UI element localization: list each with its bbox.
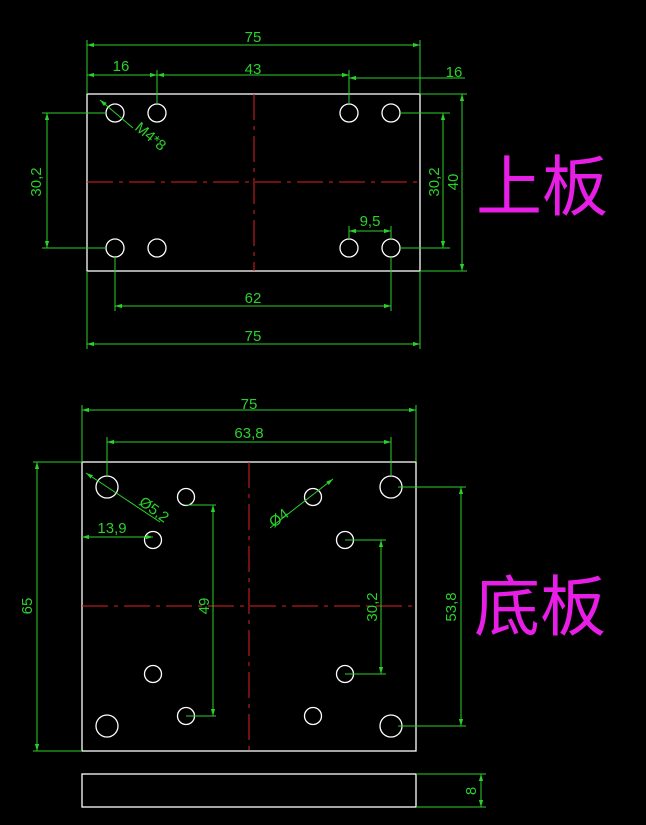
top-plate-hole (147, 238, 167, 258)
top-plate-hole (381, 238, 401, 258)
top-plate-hole (381, 103, 401, 123)
bottom-plate-small-hole (143, 530, 163, 550)
top-plate-hole (339, 103, 359, 123)
top-inner-height-label: 30,2 (426, 167, 443, 196)
bottom-dim-inner-vertical: 49 (186, 504, 216, 717)
bottom-dim-inner-right: 30,2 (345, 539, 386, 675)
bottom-plate-title: 底板 (474, 569, 606, 646)
top-right-offset-label: 16 (446, 64, 463, 81)
top-plate-view: 75 16 43 16 30,2 M4* (28, 29, 608, 349)
bottom-plate-small-hole (303, 706, 323, 726)
bottom-big-hole-label: Ø5,2 (136, 493, 172, 526)
top-dim-left-height: 30,2 (28, 112, 106, 249)
top-bottom-spacing-label: 62 (245, 290, 262, 307)
side-view-outline (81, 773, 417, 808)
top-dim-right-offset: 16 (349, 64, 465, 81)
bottom-plate-large-hole (95, 714, 119, 738)
top-overall-height-label: 40 (445, 174, 462, 191)
bottom-plate-small-hole (176, 487, 196, 507)
side-view: 8 (81, 773, 486, 808)
bottom-inner-vertical-label: 49 (196, 598, 213, 615)
bottom-outer-vertical-label: 53,8 (443, 592, 460, 621)
side-thickness-label: 8 (463, 787, 480, 795)
top-plate-hole (147, 103, 167, 123)
bottom-hole-spacing-label: 63,8 (234, 425, 263, 442)
top-left-offset-label: 16 (113, 58, 130, 75)
bottom-dim-overall-width: 75 (81, 396, 417, 462)
bottom-dim-hole-offset: 13,9 (82, 520, 153, 540)
bottom-plate-small-hole (143, 664, 163, 684)
bottom-big-hole-note: Ø5,2 (85, 472, 172, 526)
bottom-small-hole-label: Ø4 (266, 505, 292, 531)
top-hole-spacing-label: 43 (245, 61, 262, 78)
top-pair-spacing-label: 9,5 (360, 213, 381, 230)
top-dim-overall-width: 75 (86, 29, 421, 94)
bottom-hole-offset-label: 13,9 (97, 520, 126, 537)
top-thread-label: M4*8 (131, 119, 169, 155)
bottom-small-hole-note: Ø4 (266, 478, 334, 531)
bottom-width-label: 75 (241, 396, 258, 413)
top-plate-hole (105, 238, 125, 258)
bottom-dim-overall-height: 65 (19, 461, 82, 752)
bottom-height-label: 65 (19, 598, 36, 615)
bottom-dim-outer-vertical: 53,8 (398, 486, 466, 727)
bottom-inner-right-label: 30,2 (364, 592, 381, 621)
bottom-plate-small-hole (303, 487, 323, 507)
top-dim-bottom-spacing: 62 (114, 257, 392, 311)
top-plate-hole (339, 238, 359, 258)
bottom-plate-view: 75 63,8 65 Ø5,2 Ø4 13,9 (19, 396, 606, 752)
bottom-dim-hole-spacing: 63,8 (106, 425, 392, 476)
top-left-height-label: 30,2 (28, 167, 45, 196)
top-dim-overall-height: 40 (420, 93, 467, 272)
top-dim-inner-height: 30,2 (400, 112, 450, 249)
top-bottom-width-label: 75 (245, 328, 262, 345)
top-width-label: 75 (245, 29, 262, 46)
top-dim-hole-spacing: 43 (157, 61, 350, 104)
top-plate-title: 上板 (476, 149, 608, 226)
top-dim-left-offset: 16 (87, 58, 158, 104)
top-dim-pair-spacing: 9,5 (348, 213, 392, 239)
top-thread-note: M4*8 (99, 99, 169, 155)
top-dim-bottom-width: 75 (86, 271, 421, 349)
